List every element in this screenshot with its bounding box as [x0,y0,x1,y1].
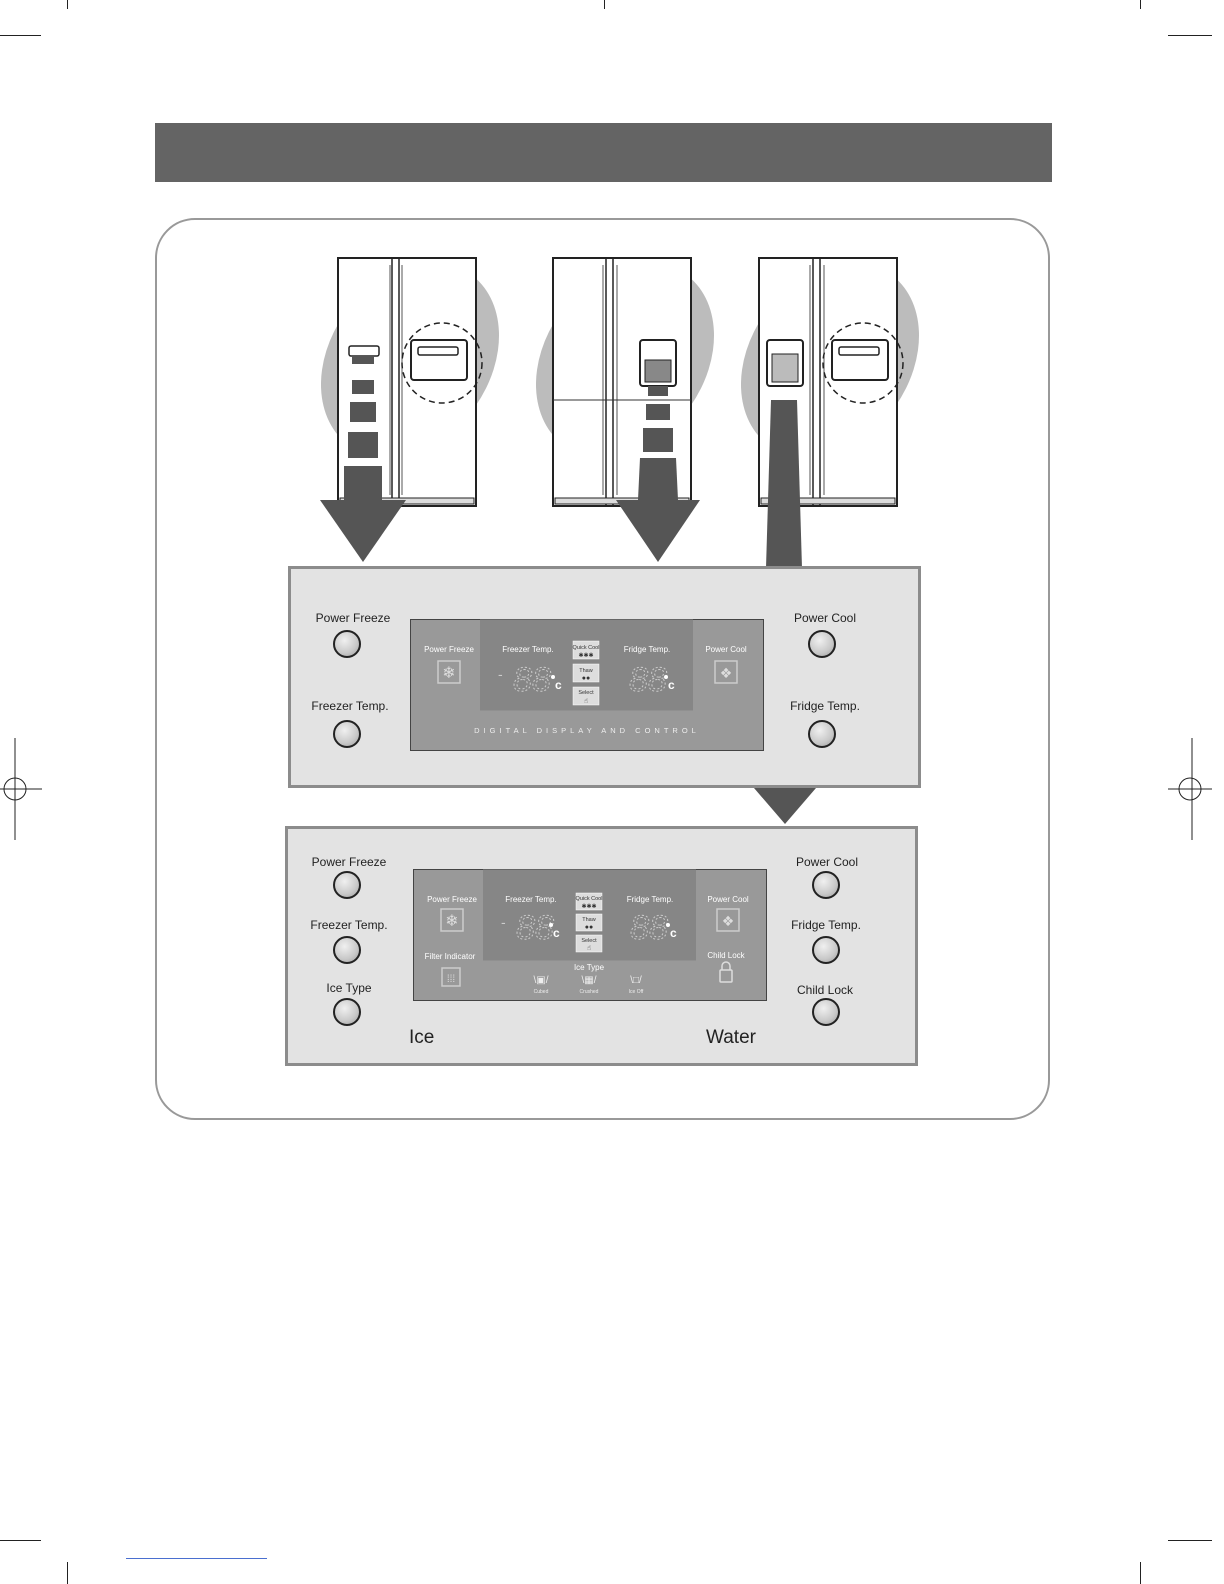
freezer-temp-digits: 88 [513,661,551,699]
water-dispenser-label: Water [706,1027,756,1048]
quick-cool-label: Quick Cool [576,896,603,902]
ice-off-label: Ice Off [629,989,644,995]
button-label-child-lock: Child Lock [796,983,854,997]
child-lock-button[interactable] [812,998,840,1026]
button-label-fridge-temp: Fridge Temp. [790,699,860,713]
degree-mark [664,675,668,679]
display-label-power-freeze: Power Freeze [427,895,477,904]
freezer-temp-button[interactable] [333,720,361,748]
thaw-icon: ●● [585,924,593,931]
fridge-temp-unit: c [670,926,677,940]
crop-mark [1168,35,1212,36]
display-label-freezer-temp: Freezer Temp. [505,895,556,904]
display-label-ice-type: Ice Type [574,963,605,972]
display-label-power-cool: Power Cool [707,895,749,904]
button-label-ice-type: Ice Type [326,981,372,995]
crop-mark [67,1562,68,1584]
display-label-fridge-temp: Fridge Temp. [627,895,674,904]
hand-icon: ☝ [587,945,591,952]
footer-link-line [126,1558,267,1559]
crushed-label: Crushed [580,989,599,995]
crop-mark [67,0,68,9]
freezer-temp-button[interactable] [333,936,361,964]
freezer-temp-unit: c [555,678,562,692]
freezer-temp-minus: - [501,914,506,930]
arrow-down-2 [616,386,700,562]
button-label-power-cool: Power Cool [793,611,857,625]
thaw-icon: ●● [582,675,590,682]
select-label: Select [578,690,594,696]
fridge-model-2 [552,257,692,507]
arrow-down-3 [766,400,802,568]
fridge-model-3 [758,257,904,507]
display-label-fridge-temp: Fridge Temp. [624,645,671,654]
cubed-ice-icon: \▣/ [533,975,548,986]
illustration-frame [155,218,1050,1120]
snowflake-icon: ❄ [445,913,458,930]
freezer-temp-digits: 88 [516,909,554,947]
fridge-temp-button[interactable] [808,720,836,748]
degree-mark [666,923,670,927]
section-header-bar [155,123,1052,182]
thaw-label: Thaw [582,917,595,923]
button-label-power-freeze: Power Freeze [315,611,391,625]
button-label-power-freeze: Power Freeze [311,855,387,869]
fridge-temp-digits: 88 [629,661,667,699]
arrow-down-1 [320,356,406,562]
quick-cool-icon: ✱✱✱ [578,652,593,659]
crop-mark [1140,1562,1141,1584]
digital-display-panel: Power Freeze ❄ Filter Indicator ⁞⁞⁞ Free… [413,869,767,1001]
quick-cool-icon: ✱✱✱ [581,903,596,910]
cubed-label: Cubed [534,989,549,995]
power-cool-icon: ❖ [720,665,733,681]
arrow-down-panel-connector [754,788,816,824]
crushed-ice-icon: \▦/ [581,975,596,986]
hand-icon: ☝ [584,698,588,705]
lock-icon [721,961,731,970]
ice-off-icon: \□/ [630,975,642,986]
registration-mark-right [1168,738,1212,840]
display-label-freezer-temp: Freezer Temp. [502,645,553,654]
crop-mark [0,35,41,36]
fridge-temp-digits: 88 [630,909,668,947]
display-label-filter-indicator: Filter Indicator [425,952,476,961]
filter-icon: ⁞⁞⁞ [447,974,455,985]
degree-mark [551,675,555,679]
freezer-temp-unit: c [553,926,560,940]
power-cool-button[interactable] [812,871,840,899]
fridge-temp-button[interactable] [812,936,840,964]
crop-mark [604,0,605,9]
button-label-fridge-temp: Fridge Temp. [791,918,861,932]
power-cool-icon: ❖ [722,913,735,929]
snowflake-icon: ❄ [442,665,455,682]
power-freeze-button[interactable] [333,630,361,658]
digital-display-panel: Power Freeze ❄ Freezer Temp. 88 - c Quic… [410,619,764,751]
power-freeze-button[interactable] [333,871,361,899]
ice-dispenser-label: Ice [409,1027,435,1048]
power-cool-button[interactable] [808,630,836,658]
fridge-temp-unit: c [668,678,675,692]
button-label-power-cool: Power Cool [795,855,859,869]
ice-type-button[interactable] [333,998,361,1026]
registration-mark-left [0,738,42,840]
button-label-freezer-temp: Freezer Temp. [310,918,388,932]
select-label: Select [581,938,597,944]
thaw-label: Thaw [579,668,592,674]
crop-mark [1168,1540,1212,1541]
display-label-child-lock: Child Lock [707,951,745,960]
button-label-freezer-temp: Freezer Temp. [311,699,389,713]
display-label-power-freeze: Power Freeze [424,645,474,654]
display-label-power-cool: Power Cool [705,645,747,654]
quick-cool-label: Quick Cool [573,645,600,651]
degree-mark [549,923,553,927]
crop-mark [0,1540,41,1541]
display-caption: DIGITAL DISPLAY AND CONTROL [474,726,700,735]
freezer-temp-minus: - [498,666,503,682]
refrigerator-illustrations [320,257,920,568]
crop-mark [1140,0,1141,9]
